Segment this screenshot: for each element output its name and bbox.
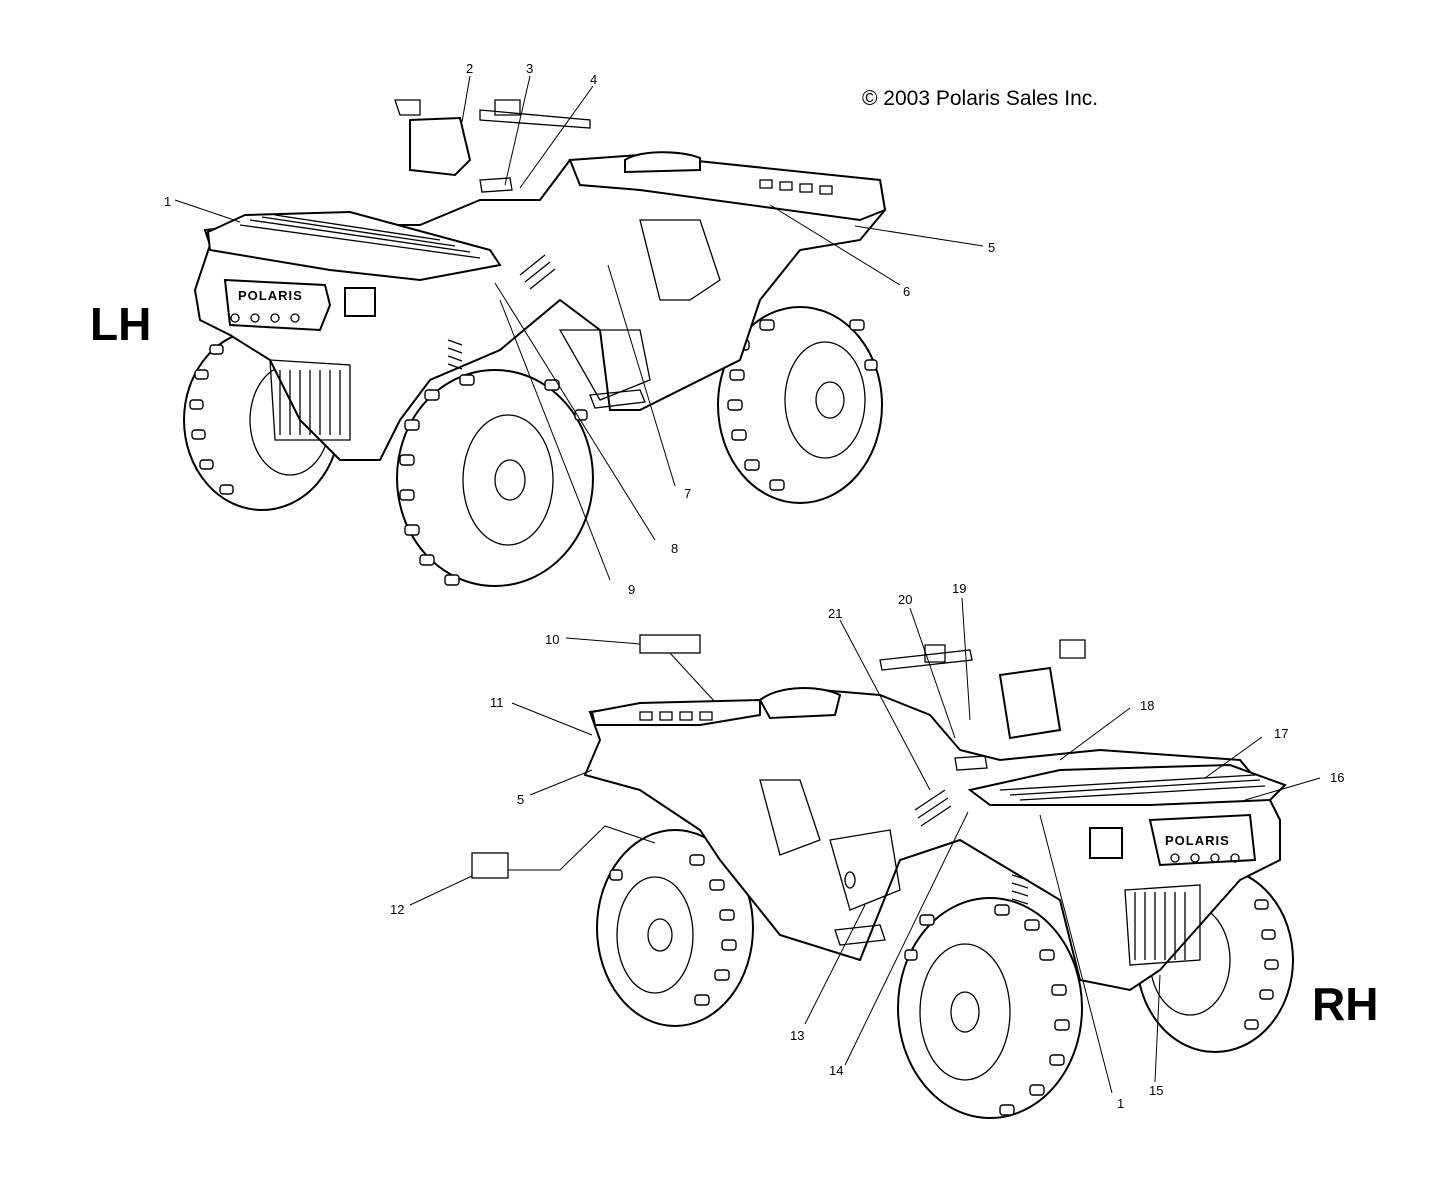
- callout-rh-17: 17: [1274, 726, 1288, 741]
- callout-lh-2: 2: [466, 61, 473, 76]
- callout-rh-15: 15: [1149, 1083, 1163, 1098]
- copyright-text: © 2003 Polaris Sales Inc.: [862, 87, 1098, 110]
- lh-leader-lines: [174, 75, 984, 581]
- callout-lh-3: 3: [526, 61, 533, 76]
- lh-front-near-wheel: [396, 369, 594, 587]
- callout-lh-8: 8: [671, 541, 678, 556]
- callout-rh-16: 16: [1330, 770, 1344, 785]
- decal-12-rect: [471, 852, 509, 879]
- callout-rh-13: 13: [790, 1028, 804, 1043]
- callout-rh-11: 11: [490, 695, 504, 710]
- lh-callouts: 1 2 3 4 5 6 7 8 9: [164, 61, 995, 597]
- rh-front-near-wheel: [897, 897, 1083, 1119]
- rh-front-rack: [967, 763, 1287, 806]
- rh-rear-rack: [590, 698, 761, 726]
- lh-brand-logo: POLARIS: [238, 288, 303, 303]
- lh-front-rack: [206, 210, 502, 282]
- callout-rh-19: 19: [952, 581, 966, 596]
- callout-rh-10: 10: [545, 632, 559, 647]
- decal-10-rect: [639, 634, 701, 654]
- callout-lh-6: 6: [903, 284, 910, 299]
- view-label-lh: LH: [90, 298, 151, 350]
- callout-lh-4: 4: [590, 72, 597, 87]
- callout-lh-7: 7: [684, 486, 691, 501]
- callout-rh-18: 18: [1140, 698, 1154, 713]
- callout-rh-5: 5: [517, 792, 524, 807]
- callout-rh-14: 14: [829, 1063, 843, 1078]
- callout-rh-1: 1: [1117, 1096, 1124, 1111]
- rh-leader-lines: [409, 597, 1321, 1094]
- atv-left-view: POLARIS: [183, 99, 887, 587]
- callout-lh-1: 1: [164, 194, 171, 209]
- callout-rh-20: 20: [898, 592, 912, 607]
- callout-lh-9: 9: [628, 582, 635, 597]
- lh-rear-wheel: [717, 306, 883, 504]
- rh-callouts: 10 11 5 12 13 14 1 15 16 17 18 19 20 21: [390, 581, 1344, 1111]
- callout-lh-5: 5: [988, 240, 995, 255]
- atv-right-view: POLARIS: [583, 639, 1294, 1119]
- view-label-rh: RH: [1312, 978, 1378, 1030]
- callout-rh-21: 21: [828, 606, 842, 621]
- rh-rear-wheel: [596, 829, 754, 1027]
- rh-brand-logo: POLARIS: [1165, 833, 1230, 848]
- callout-rh-12: 12: [390, 902, 404, 917]
